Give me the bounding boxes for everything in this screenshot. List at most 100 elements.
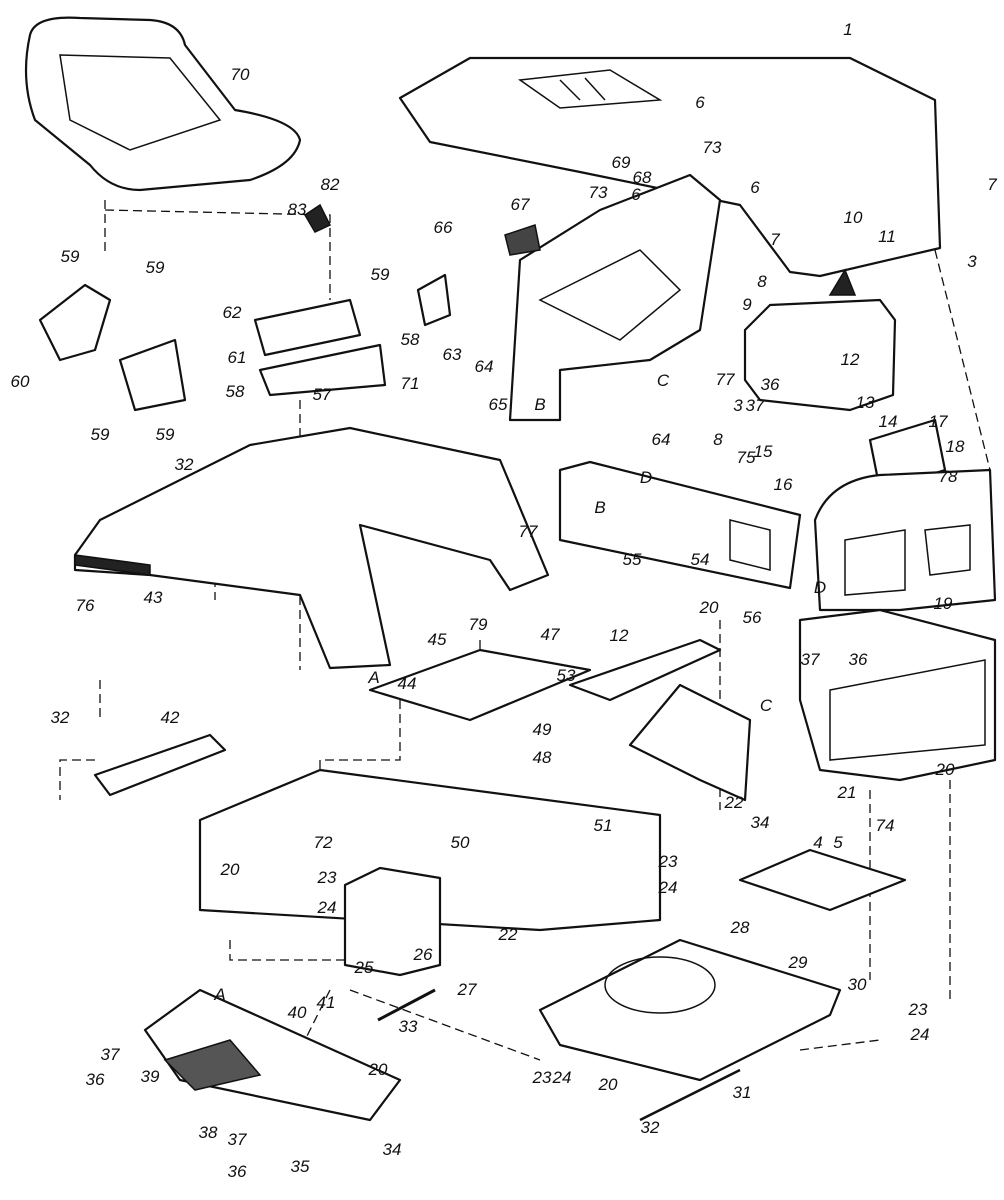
callout-label: 60 <box>10 372 30 391</box>
callout-label: 36 <box>227 1162 247 1181</box>
callout-label: 39 <box>140 1067 160 1086</box>
front-grille-lower <box>798 608 997 782</box>
callout-label: 7 <box>987 175 997 194</box>
callout-label: 24 <box>658 878 678 897</box>
callout-label: 51 <box>593 816 613 835</box>
main-frame <box>198 768 662 932</box>
callout-label: 45 <box>427 630 447 649</box>
callout-label: 11 <box>878 227 896 246</box>
callout-label: 12 <box>840 350 860 369</box>
callout-label: 34 <box>750 813 770 832</box>
callout-label: 67 <box>510 195 530 214</box>
lower-grille-slats <box>829 659 986 761</box>
callout-label: 35 <box>290 1157 310 1176</box>
callout-label: D <box>813 578 827 597</box>
callout-label: 59 <box>145 258 165 277</box>
callout-label: 6 <box>631 185 641 204</box>
callout-label: 37 <box>100 1045 120 1064</box>
callout-label: 10 <box>843 208 863 227</box>
callout-label: 73 <box>588 183 608 202</box>
callout-label: 58 <box>225 382 245 401</box>
callout-label: 13 <box>855 393 875 412</box>
rod <box>377 988 436 1022</box>
callout-label: C <box>759 696 773 715</box>
callout-label: 6 <box>750 178 760 197</box>
callout-label: 8 <box>757 272 767 291</box>
callout-label: 20 <box>368 1060 388 1079</box>
hood-vents <box>517 69 663 109</box>
callout-label: 34 <box>382 1140 402 1159</box>
callout-label: 26 <box>413 945 433 964</box>
callout-label: 24 <box>317 898 337 917</box>
callout-label: 24 <box>910 1025 930 1044</box>
callout-label: 8 <box>713 430 723 449</box>
support-bar <box>93 733 227 797</box>
bracket <box>568 638 722 702</box>
callout-label: 23 <box>317 868 337 887</box>
callout-label: 31 <box>732 1083 752 1102</box>
callout-label: 70 <box>230 65 250 84</box>
callout-label: 15 <box>753 442 773 461</box>
callout-label: 82 <box>320 175 340 194</box>
callout-label: 76 <box>75 596 95 615</box>
dash-panel-recess <box>538 249 682 341</box>
callout-label: 20 <box>598 1075 618 1094</box>
callout-label: 44 <box>397 674 417 693</box>
fuel-tank <box>743 298 897 412</box>
footrest-left <box>143 988 402 1122</box>
dash-panel <box>508 173 722 422</box>
callout-label: 68 <box>632 168 652 187</box>
footrest-right <box>738 848 907 912</box>
callout-label: 62 <box>222 303 242 322</box>
callout-label: 49 <box>532 720 552 739</box>
callout-label: 36 <box>85 1070 105 1089</box>
callout-label: 59 <box>90 425 110 444</box>
callout-label: 41 <box>316 993 336 1012</box>
ignition-key <box>303 203 332 233</box>
callout-label: 12 <box>609 626 629 645</box>
callout-label: 20 <box>699 598 719 617</box>
callout-label: 23 <box>532 1068 552 1087</box>
callout-label: 36 <box>760 375 780 394</box>
switch-bracket <box>416 273 452 327</box>
callout-label: 77 <box>518 522 538 541</box>
callout-label: A <box>368 668 380 687</box>
floor-plate <box>368 648 592 722</box>
tread-mat <box>163 1039 262 1091</box>
callout-label: 59 <box>155 425 175 444</box>
callout-label: D <box>639 468 653 487</box>
callout-label: 3 <box>967 252 977 271</box>
lever-cover <box>118 338 187 412</box>
callout-label: 17 <box>928 412 948 431</box>
switch <box>504 224 541 256</box>
callout-label: 24 <box>552 1068 572 1087</box>
side-panel <box>558 460 802 590</box>
callout-label: 58 <box>400 330 420 349</box>
fender-emblem <box>74 554 151 576</box>
lever-assembly <box>38 283 112 362</box>
callout-label: 37 <box>745 396 765 415</box>
battery <box>343 866 442 977</box>
callout-label: 61 <box>227 348 247 367</box>
callout-label: 19 <box>933 594 953 613</box>
callout-label: 29 <box>788 953 808 972</box>
callout-label: 78 <box>938 467 958 486</box>
lower-frame-opening <box>604 956 716 1014</box>
callout-label: 64 <box>651 430 671 449</box>
callout-label: 48 <box>532 748 552 767</box>
callout-label: 53 <box>556 666 576 685</box>
callout-label: 21 <box>837 783 857 802</box>
callout-label: 28 <box>730 918 750 937</box>
side-panel-vents <box>729 519 771 571</box>
callout-label: 71 <box>400 374 420 393</box>
callout-label: 74 <box>875 816 895 835</box>
callout-label: 75 <box>736 448 756 467</box>
callout-label: 57 <box>312 385 332 404</box>
callout-label: 7 <box>770 230 780 249</box>
callout-label: 73 <box>702 138 722 157</box>
callout-label: A <box>214 985 226 1004</box>
callout-label: 63 <box>442 345 462 364</box>
callout-label: 32 <box>50 708 70 727</box>
callout-label: 50 <box>450 833 470 852</box>
callout-label: 18 <box>945 437 965 456</box>
